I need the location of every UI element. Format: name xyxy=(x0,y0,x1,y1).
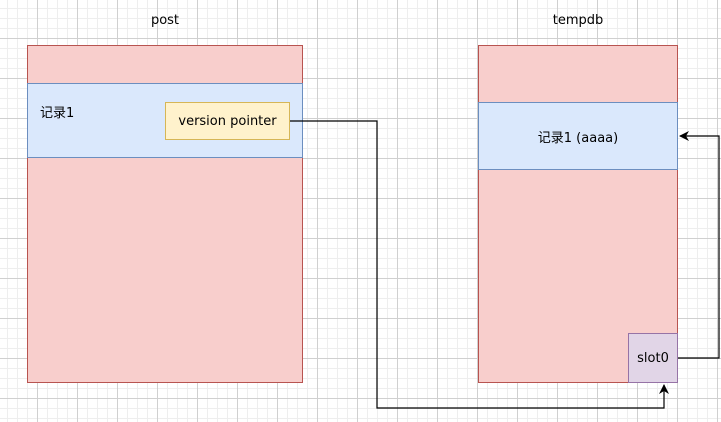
tempdb-record: 记录1 (aaaa) xyxy=(478,102,678,170)
post-record-label: 记录1 xyxy=(40,106,75,121)
slot-to-record-connector xyxy=(678,131,720,359)
post-title: post xyxy=(150,13,180,28)
slot0-box: slot0 xyxy=(628,333,678,383)
version-pointer-box: version pointer xyxy=(165,102,290,140)
slot0-label: slot0 xyxy=(637,350,669,366)
version-pointer-label: version pointer xyxy=(178,113,277,129)
tempdb-title: tempdb xyxy=(552,13,604,28)
tempdb-record-label: 记录1 (aaaa) xyxy=(537,130,619,146)
